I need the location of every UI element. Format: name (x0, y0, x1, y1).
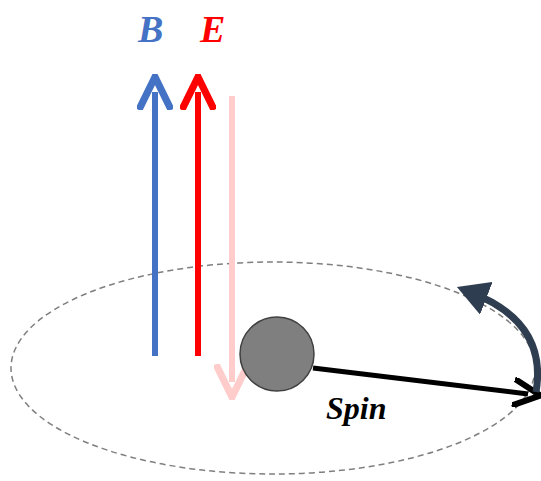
particle (240, 317, 314, 391)
b-field-arrow (152, 92, 158, 356)
spin-label: Spin (326, 392, 386, 424)
reversed-e-arrow (229, 96, 235, 382)
e-field-label: E (200, 10, 225, 48)
b-field-label: B (138, 10, 163, 48)
spin-arrow (313, 368, 528, 394)
orbit-ellipse (11, 262, 535, 474)
precession-arrow (470, 292, 538, 392)
e-field-arrow (195, 92, 201, 356)
